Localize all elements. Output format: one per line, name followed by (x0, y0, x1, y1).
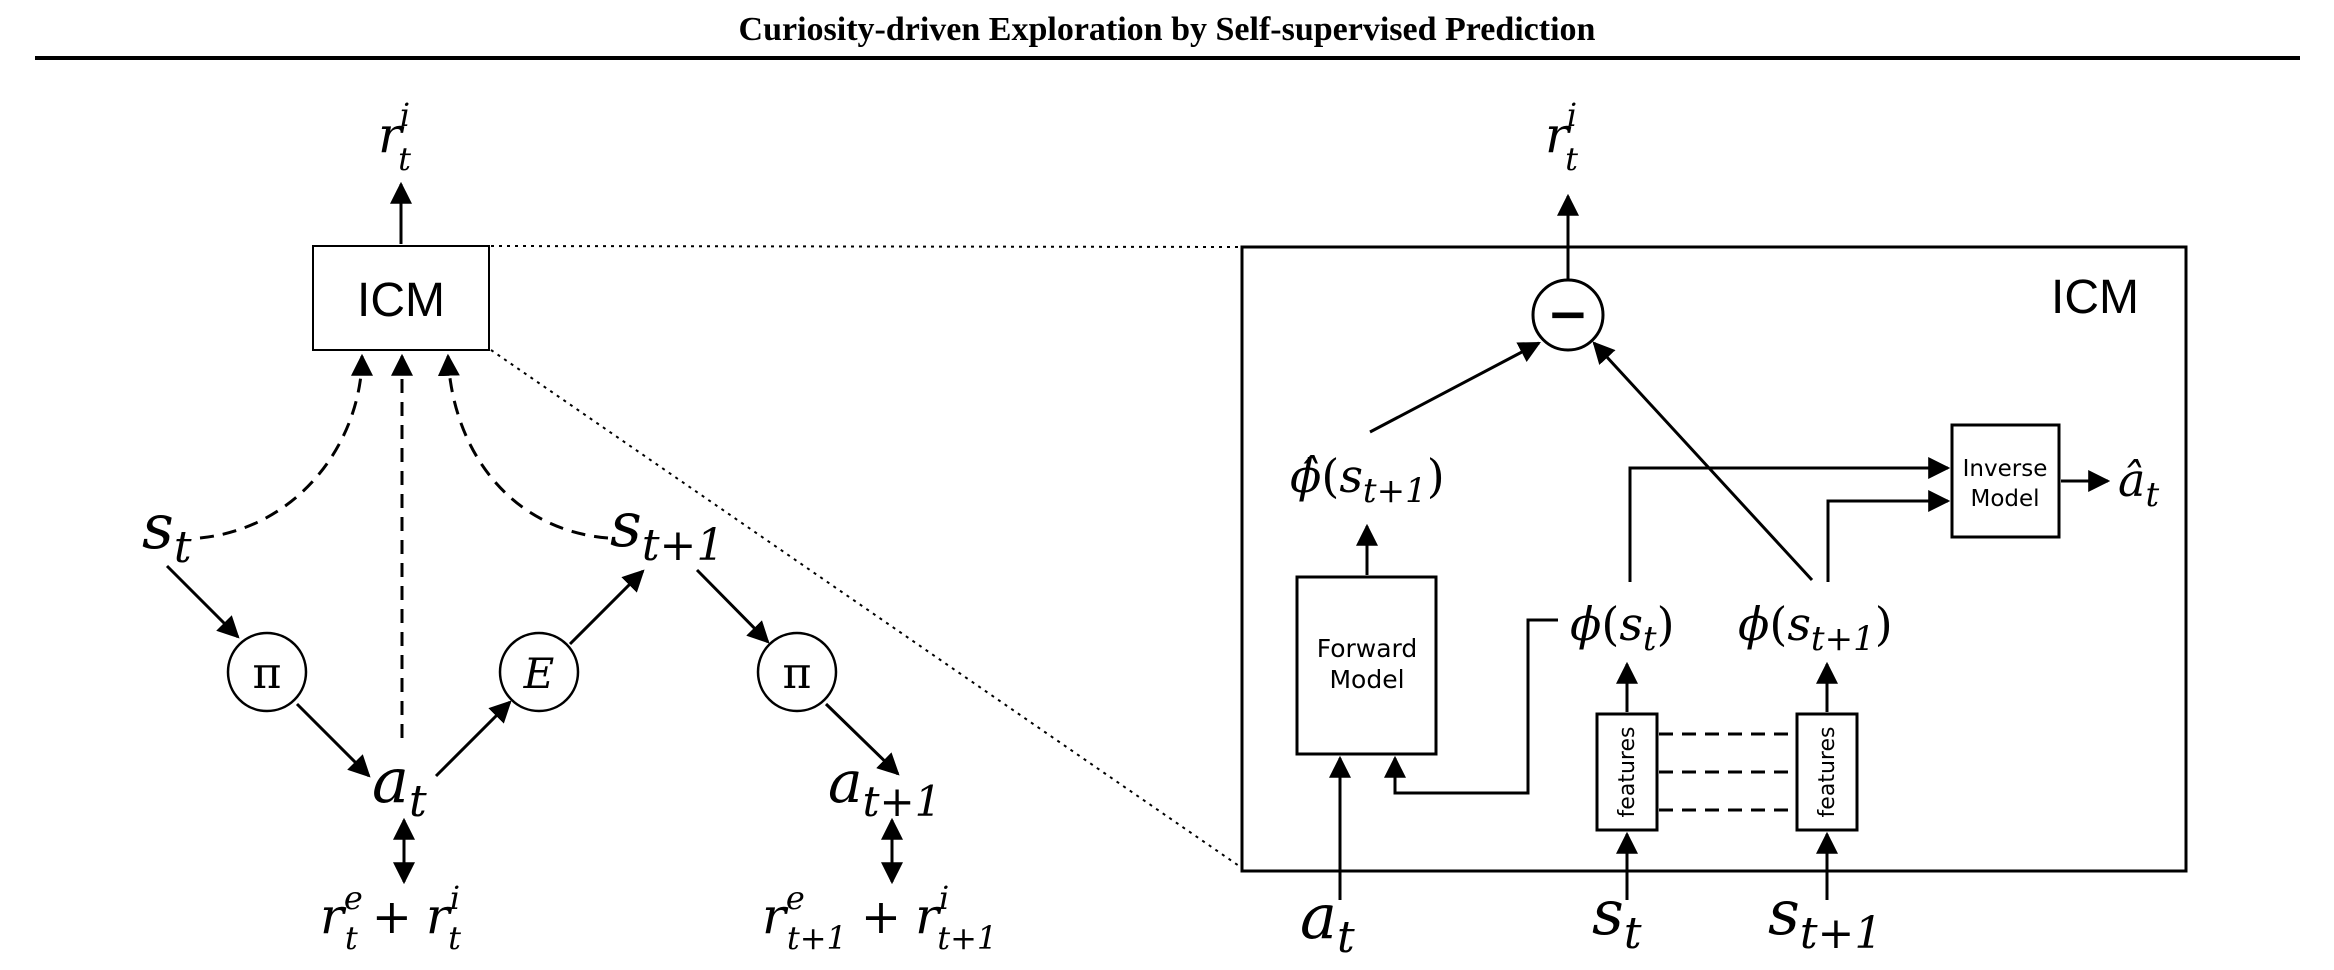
features-box-1-label: features (1615, 727, 1640, 818)
arrow-pi1-to-at (295, 702, 371, 778)
forward-model-label-line1: Forward (1317, 634, 1418, 663)
state-st-left: st (142, 490, 192, 573)
predicted-action-ahat: ât (2118, 453, 2159, 515)
features-box-1 (1595, 712, 1659, 832)
policy-node-2-label: π (783, 648, 812, 699)
zoom-line-bottom (490, 349, 1243, 869)
features-box-2 (1795, 712, 1859, 832)
policy-node-2 (756, 631, 838, 713)
environment-node-label: E (523, 649, 555, 698)
phi-hat-st1: ϕ̂(st+1) (1290, 449, 1445, 511)
dashed-st-to-icm (199, 353, 373, 540)
subtract-node-symbol: − (1547, 284, 1589, 343)
line-phist-to-inverse (1628, 457, 1951, 582)
arrow-phihat-to-subtract (1369, 341, 1541, 434)
subtract-node (1531, 278, 1605, 352)
line-phist1-to-inverse (1826, 490, 1951, 582)
icm-detail-box (1240, 245, 2188, 873)
policy-node-1-label: π (253, 648, 282, 699)
arrow-st1-to-pi2 (695, 568, 770, 644)
action-at-left: at (372, 744, 427, 827)
input-st1: st+1 (1768, 876, 1882, 959)
input-at: at (1300, 880, 1355, 963)
arrow-st-to-pi1 (165, 564, 240, 639)
arrow-env-to-st1 (568, 569, 645, 646)
figure-title: Curiosity-driven Exploration by Self-sup… (739, 11, 1596, 48)
arrow-at-to-env (434, 700, 512, 778)
inverse-model-label-line1: Inverse (1963, 456, 2048, 482)
policy-node-1 (226, 631, 308, 713)
environment-node (498, 631, 580, 713)
zoom-line-top (490, 245, 1243, 248)
icm-detail-label: ICM (2051, 271, 2139, 324)
line-phist-to-forward (1384, 618, 1558, 795)
forward-model-box (1295, 575, 1438, 756)
input-st: st (1592, 876, 1642, 959)
icm-box-left-label: ICM (357, 274, 445, 327)
phi-st: ϕ(st) (1570, 597, 1675, 659)
arrow-pi2-to-at1 (824, 702, 900, 776)
inverse-model-box (1950, 423, 2061, 539)
features-box-2-label: features (1815, 727, 1840, 818)
icm-box-left (312, 245, 490, 351)
inverse-model-label-line2: Model (1970, 486, 2039, 512)
dashed-st1-to-icm (437, 353, 609, 540)
arrow-phist1-to-subtract (1592, 341, 1814, 582)
state-st1-left: st+1 (610, 488, 724, 571)
phi-st1: ϕ(st+1) (1738, 597, 1893, 659)
forward-model-label-line2: Model (1329, 665, 1404, 694)
